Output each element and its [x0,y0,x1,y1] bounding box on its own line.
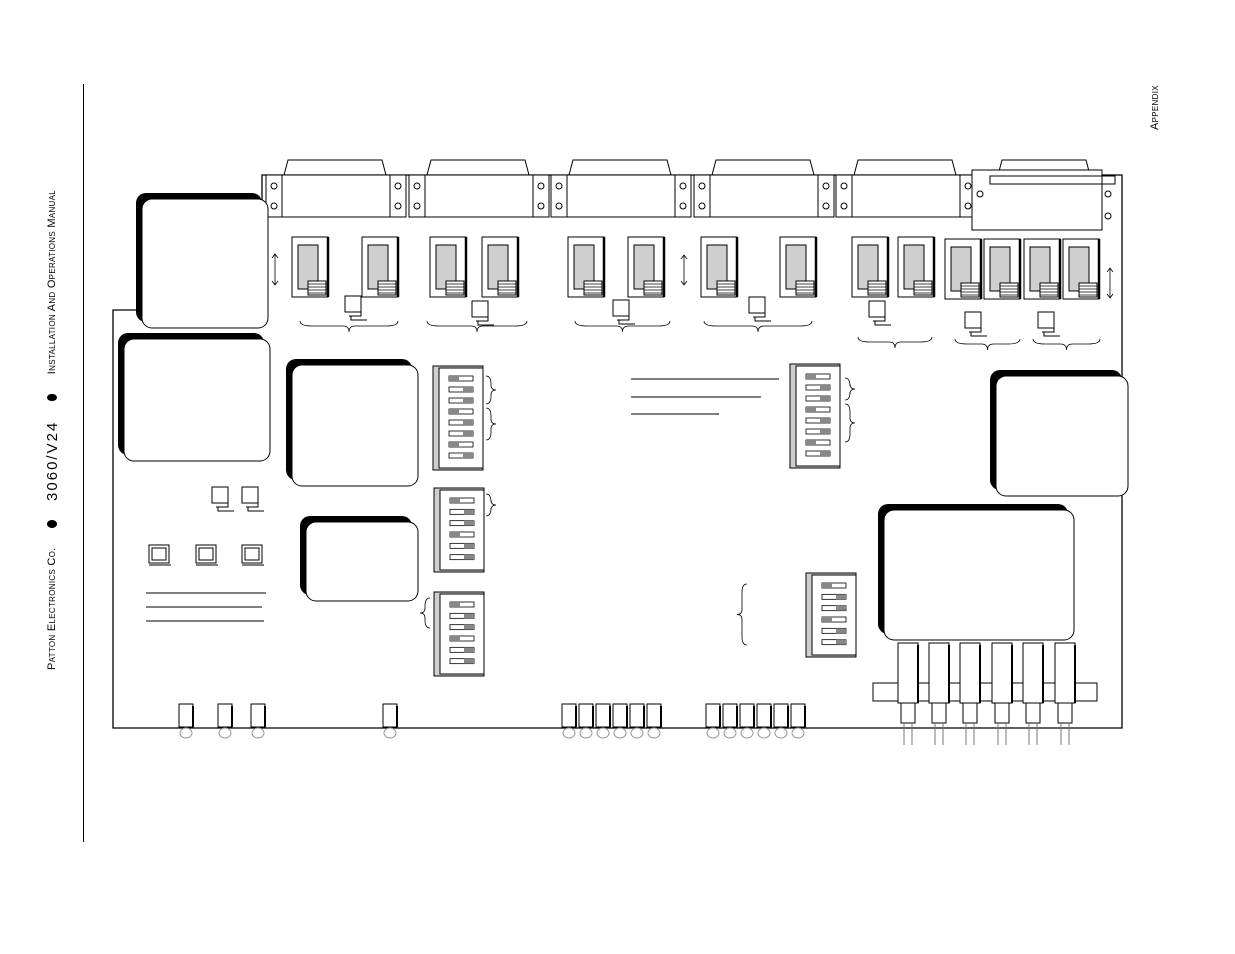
led [217,703,233,739]
led [382,703,398,739]
brace [954,338,1021,351]
brace [574,320,671,333]
brace [426,320,528,333]
small-component [612,299,635,325]
dip-switch [432,365,484,471]
bnc-port [928,642,950,745]
small-component [195,544,218,566]
brace [736,583,748,646]
small-component [964,311,987,337]
jumper [897,236,936,298]
chip-block [136,193,269,329]
brace [485,375,497,405]
jumper [851,236,890,298]
small-component [471,300,494,326]
dip-switch [789,363,841,469]
jumper [627,236,666,298]
jumper [944,238,983,300]
brace [419,597,431,629]
jumper [700,236,739,298]
small-component [148,544,171,566]
dip-switch [433,487,485,573]
chip-block [286,359,419,487]
led [629,703,645,739]
jumper [567,236,606,298]
dip-switches [432,363,857,677]
misc-components [146,253,1114,646]
chip-block [990,370,1129,497]
brace [703,320,813,333]
db-connector [550,159,692,218]
bnc-port [897,642,919,745]
led [178,703,194,739]
led [722,703,738,739]
chip-block [118,333,271,462]
db-connector-right [971,159,1116,231]
led [705,703,721,739]
bnc-port [1054,642,1076,745]
led [773,703,789,739]
jumper [361,236,400,298]
led-row [178,703,806,739]
brace [299,320,399,333]
brace [857,336,933,349]
double-arrow-icon [271,253,279,286]
brace [844,377,856,401]
jumper [291,236,330,298]
led [561,703,577,739]
jumper [983,238,1022,300]
small-component [211,486,234,512]
led [578,703,594,739]
bnc-ports [872,642,1098,745]
small-component [241,544,264,566]
jumper [429,236,468,298]
small-component [1037,311,1060,337]
led [739,703,755,739]
brace [485,493,497,517]
brace [485,407,497,441]
led [250,703,266,739]
chip-blocks [118,193,1129,641]
page-margin-line [83,84,84,842]
db-connectors [265,159,1116,231]
db-connector [835,159,977,218]
jumper-row [291,236,1101,300]
db-connector [693,159,835,218]
led [595,703,611,739]
led [612,703,628,739]
small-component [748,296,771,322]
led [790,703,806,739]
bnc-port [991,642,1013,745]
small-component [241,486,264,512]
led [756,703,772,739]
db-connector [265,159,407,218]
chip-block [300,516,419,602]
chip-block [878,504,1075,641]
db-connector [408,159,550,218]
jumper [1062,238,1101,300]
small-component [868,300,891,326]
dip-switch [805,572,857,658]
bnc-port [1022,642,1044,745]
brace [1032,338,1101,351]
double-arrow-icon [680,254,688,286]
double-arrow-icon [1106,267,1114,299]
brace [844,403,856,443]
jumper [481,236,520,298]
led [646,703,662,739]
jumper [1023,238,1062,300]
dip-switch [433,591,485,677]
jumper [779,236,818,298]
small-component [344,295,367,321]
bnc-port [959,642,981,745]
